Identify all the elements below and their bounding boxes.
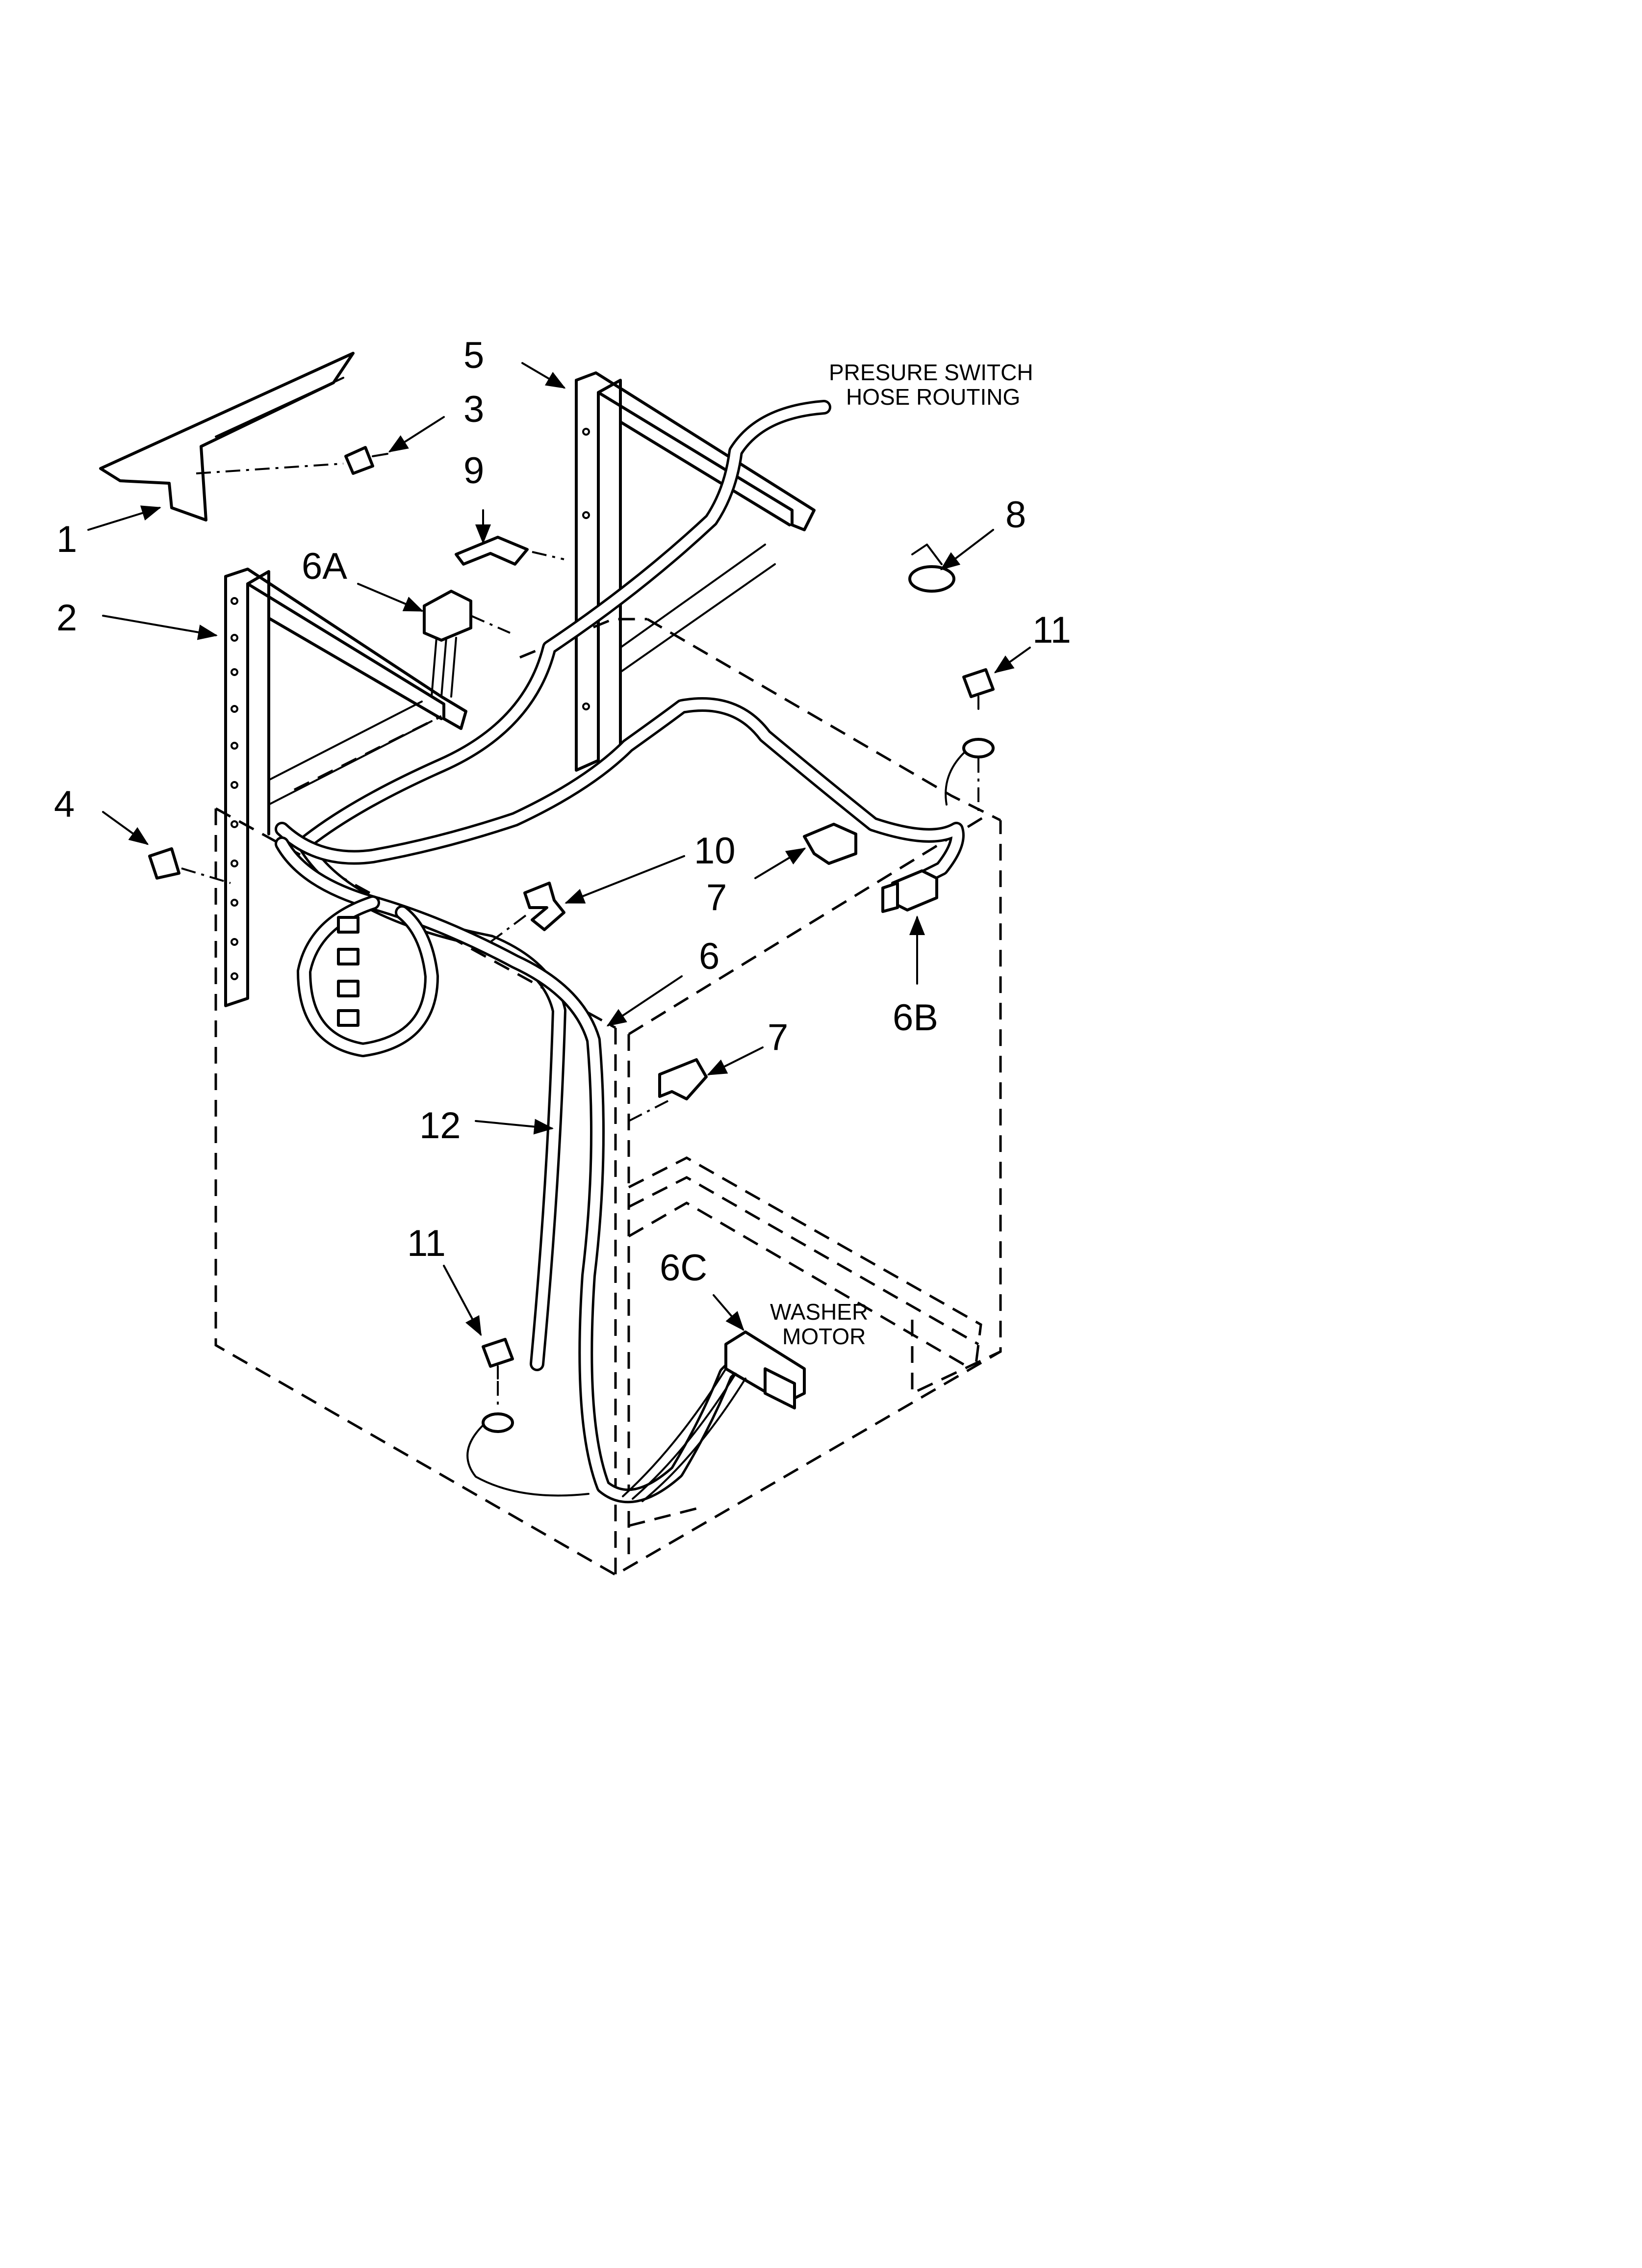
pressure-switch-note-line1: PRESURE SWITCH [829, 360, 1033, 385]
leader-arrows [87, 362, 1031, 1336]
screw-3 [196, 446, 388, 475]
right-side-rail [575, 371, 816, 772]
washer-motor-note-line2: MOTOR [782, 1324, 866, 1349]
pressure-switch-hose [297, 400, 831, 1371]
callout-2: 2 [56, 597, 77, 639]
screw-4 [148, 847, 231, 884]
left-side-rail [224, 568, 467, 1007]
diagram-notes: PRESURE SWITCH HOSE ROUTING WASHER MOTOR [770, 360, 1033, 1349]
callout-6: 6 [699, 936, 719, 977]
ground-screw-bottom [466, 1338, 590, 1497]
callout-labels: 1 2 3 4 5 9 6A 8 11 10 7 6 6B 7 12 11 6C [54, 335, 1071, 1289]
callout-11-top: 11 [1032, 609, 1071, 651]
callout-12: 12 [419, 1105, 461, 1147]
callout-6a: 6A [302, 546, 347, 587]
clip-7-lower [628, 1058, 708, 1122]
pressure-switch-note-line2: HOSE ROUTING [846, 384, 1020, 410]
callout-8: 8 [1005, 494, 1026, 536]
connector-6c [622, 1330, 806, 1502]
ground-screw-top [945, 668, 995, 814]
callout-3: 3 [463, 389, 484, 430]
clip-9 [455, 536, 564, 566]
callout-10: 10 [694, 830, 736, 872]
callout-9: 9 [463, 450, 484, 492]
hose-clamp-8 [908, 544, 955, 593]
connector-6b [881, 869, 938, 913]
top-bracket [99, 352, 355, 521]
clip-7-upper [803, 823, 857, 865]
callout-7-upper: 7 [706, 877, 727, 918]
callout-1: 1 [56, 519, 77, 560]
connector-6a [423, 590, 511, 698]
washer-motor-note-line1: WASHER [770, 1299, 868, 1325]
callout-4: 4 [54, 783, 75, 825]
callout-6c: 6C [660, 1247, 707, 1289]
clip-10 [489, 882, 565, 943]
callout-7-lower: 7 [768, 1017, 788, 1058]
wire-harness [275, 697, 965, 1504]
callout-11-bottom: 11 [407, 1223, 446, 1264]
callout-6b: 6B [893, 997, 938, 1039]
callout-5: 5 [463, 335, 484, 376]
